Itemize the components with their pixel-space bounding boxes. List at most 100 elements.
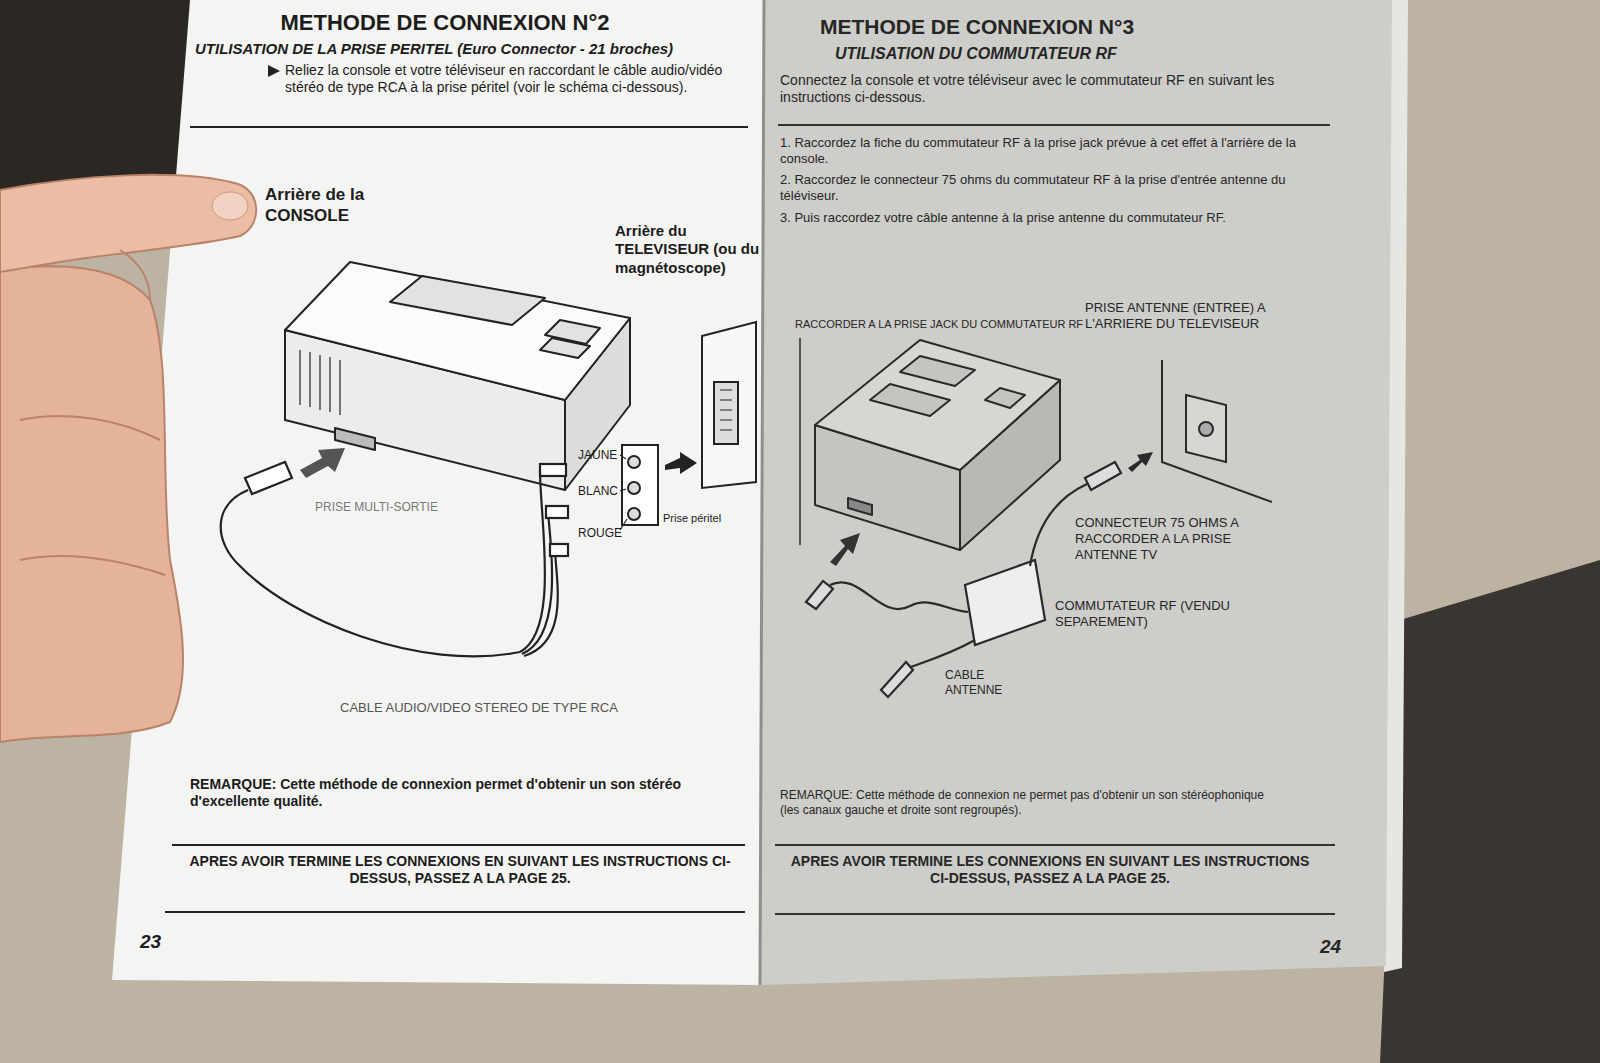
hand-part — [0, 175, 256, 272]
hand — [0, 175, 256, 742]
av-cable-part — [245, 462, 292, 494]
page-text: CABLE ANTENNE — [945, 668, 1025, 697]
manual-page: METHODE DE CONNEXION N°2UTILISATION DE L… — [125, 0, 765, 985]
page-text: Prise péritel — [663, 512, 721, 525]
page-text: JAUNE — [578, 448, 617, 463]
page-text: COMMUTATEUR RF (VENDU SEPAREMENT) — [1055, 598, 1245, 630]
page-text: METHODE DE CONNEXION N°2 — [195, 10, 695, 37]
console-rf-illustration-part — [799, 338, 801, 545]
console-illustration-part — [300, 350, 340, 415]
page-text: Arrière de la CONSOLE — [265, 185, 405, 226]
page-text: CONNECTEUR 75 OHMS A RACCORDER A LA PRIS… — [1075, 515, 1275, 563]
rf-cables-part — [908, 640, 975, 668]
page-text: PRISE MULTI-SORTIE — [315, 500, 438, 515]
page-text: REMARQUE: Cette méthode de connexion ne … — [780, 788, 1280, 817]
left-rules-part — [172, 844, 745, 846]
page-text: 1. Raccordez la fiche du commutateur RF … — [780, 135, 1340, 167]
console-rf-illustration — [800, 338, 1060, 566]
page-text: ROUGE — [578, 526, 622, 541]
console-illustration-part — [540, 338, 590, 358]
scart-adapter-part — [628, 508, 640, 520]
page-text: UTILISATION DE LA PRISE PERITEL (Euro Co… — [195, 40, 755, 58]
rf-cables-part — [965, 560, 1045, 645]
right-rules-part — [775, 844, 1335, 846]
booklet-pages-part — [112, 0, 765, 985]
av-cable-part — [540, 464, 566, 476]
background-part — [1380, 560, 1600, 1063]
console-illustration-part — [285, 262, 630, 400]
rf-cables-part — [881, 662, 913, 697]
page-text: 24 — [1320, 935, 1341, 958]
console-illustration-part-part — [329, 357, 330, 412]
hand-part — [120, 250, 150, 300]
hand-part — [212, 192, 248, 220]
page-text: Connectez la console et votre téléviseur… — [780, 72, 1320, 106]
av-cable-part — [221, 490, 520, 656]
page-text: PRISE ANTENNE (ENTREE) A L'ARRIERE DU TE… — [1085, 300, 1270, 332]
console-rf-illustration-part — [900, 356, 975, 386]
page-text: METHODE DE CONNEXION N°3 — [820, 14, 1280, 40]
scart-adapter-part — [622, 445, 658, 525]
scart-adapter-part — [628, 482, 640, 494]
console-rf-illustration-part — [985, 388, 1025, 408]
booklet-pages-part — [760, 0, 1392, 985]
tv-back-part — [714, 382, 738, 444]
hand-part — [0, 266, 183, 742]
tv-back-part — [720, 400, 732, 401]
console-rf-illustration-part — [815, 340, 1060, 470]
right-rules — [775, 125, 1335, 914]
console-rf-illustration-part — [830, 533, 860, 566]
page-text: APRES AVOIR TERMINE LES CONNEXIONS EN SU… — [780, 853, 1320, 887]
scart-adapter-part — [628, 456, 640, 468]
page-text: 2. Raccordez le connecteur 75 ohms du co… — [780, 172, 1340, 204]
page-text: 23 — [140, 930, 161, 953]
hand-part — [20, 416, 160, 440]
page-text: RACCORDER A LA PRISE JACK DU COMMUTATEUR… — [795, 318, 1083, 331]
page-text: BLANC — [578, 484, 618, 499]
page-text: Reliez la console et votre téléviseur en… — [285, 62, 755, 96]
av-cable-part — [546, 506, 568, 518]
av-cable-part — [550, 544, 568, 556]
booklet-pages — [112, 0, 1408, 985]
console-illustration-part — [390, 276, 545, 325]
av-cable — [221, 462, 568, 656]
right-rules-part — [775, 913, 1335, 915]
page-text: UTILISATION DU COMMUTATEUR RF — [835, 44, 1255, 64]
scart-adapter-part — [620, 489, 626, 491]
page-text: APRES AVOIR TERMINE LES CONNEXIONS EN SU… — [180, 853, 740, 887]
rf-cables-part — [830, 582, 968, 612]
tv-back-part — [720, 390, 732, 391]
rf-cables — [806, 452, 1153, 697]
tv-back-part — [702, 322, 756, 488]
tv-back-part — [720, 420, 732, 421]
tv-wall-part — [1199, 422, 1213, 436]
av-cable-part — [524, 550, 558, 656]
tv-wall-part — [1186, 395, 1226, 462]
page-text: 3. Puis raccordez votre câble antenne à … — [780, 210, 1340, 226]
right-rules-part — [778, 124, 1330, 126]
console-illustration-part — [300, 448, 345, 478]
console-rf-illustration-part — [870, 384, 950, 416]
av-cable-part — [522, 512, 552, 654]
hand-part — [20, 556, 165, 575]
tv-back-part — [720, 430, 732, 431]
page-text: CABLE AUDIO/VIDEO STEREO DE TYPE RCA — [340, 700, 660, 716]
booklet-pages-part — [760, 0, 764, 985]
rf-cables-part — [806, 581, 833, 609]
av-cable-part — [520, 470, 545, 652]
scart-adapter-part — [665, 452, 697, 474]
page-text: REMARQUE: Cette méthode de connexion per… — [190, 776, 750, 810]
page-text: Arrière du TELEVISEUR (ou du magnétoscop… — [615, 222, 760, 277]
manual-page: METHODE DE CONNEXION N°3UTILISATION DU C… — [760, 0, 1390, 960]
console-illustration-part-part — [299, 350, 300, 405]
rf-cables-part — [1128, 452, 1153, 472]
left-rules-part — [165, 911, 745, 913]
tv-back — [702, 322, 756, 488]
scart-adapter-part — [620, 455, 626, 459]
left-rules-part — [190, 126, 748, 128]
console-illustration-part-part — [339, 360, 340, 415]
console-illustration-part-part — [309, 352, 310, 407]
tv-wall-part — [1162, 360, 1272, 502]
